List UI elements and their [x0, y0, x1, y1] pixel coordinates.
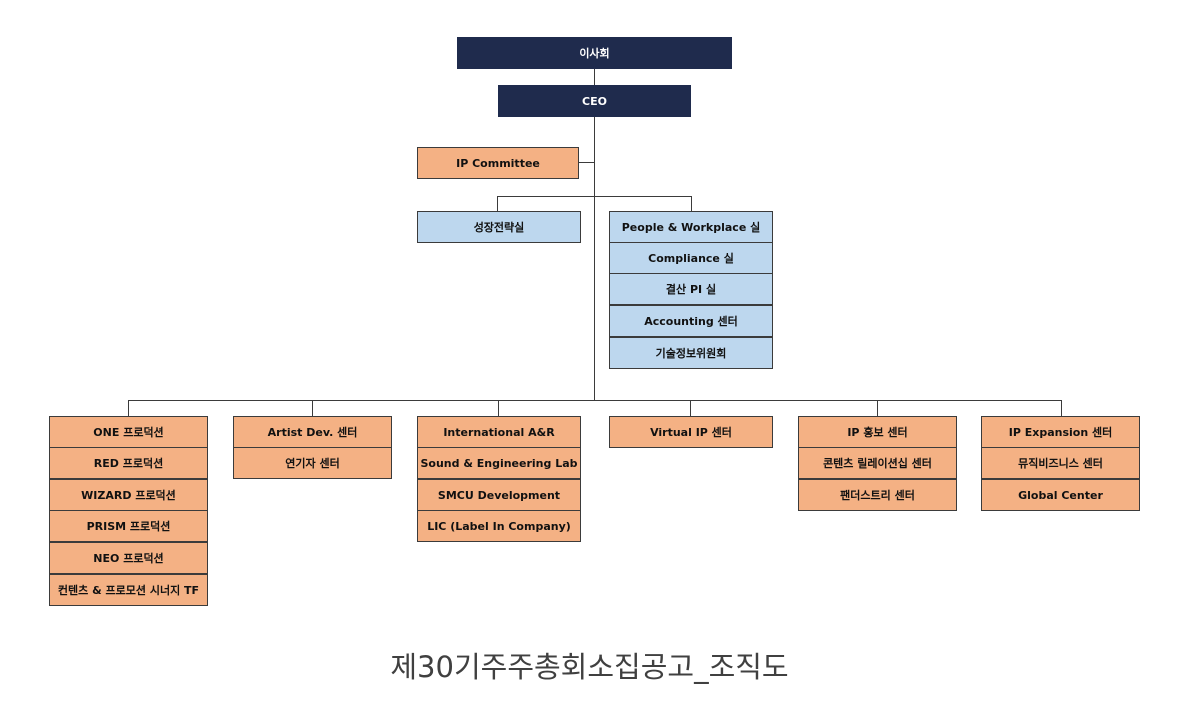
- division-unit: Virtual IP 센터: [609, 416, 773, 448]
- division-unit: 컨텐츠 & 프로모션 시너지 TF: [49, 574, 208, 606]
- division-unit: RED 프로덕션: [49, 447, 208, 479]
- connector-line: [877, 400, 878, 416]
- connector-line: [128, 400, 129, 416]
- support-tech-info-committee: 기술정보위원회: [609, 337, 773, 369]
- connector-line: [498, 400, 499, 416]
- ceo-box: CEO: [498, 85, 691, 117]
- division-unit: ONE 프로덕션: [49, 416, 208, 448]
- connector-line: [578, 162, 594, 163]
- division-unit: 뮤직비즈니스 센터: [981, 447, 1140, 479]
- division-unit: Global Center: [981, 479, 1140, 511]
- division-unit: PRISM 프로덕션: [49, 510, 208, 542]
- division-unit: 연기자 센터: [233, 447, 392, 479]
- connector-line: [128, 400, 1062, 401]
- connector-line: [594, 116, 595, 400]
- division-unit: 팬더스트리 센터: [798, 479, 957, 511]
- division-unit: NEO 프로덕션: [49, 542, 208, 574]
- division-unit: SMCU Development: [417, 479, 581, 511]
- board-box: 이사회: [457, 37, 732, 69]
- division-unit: Sound & Engineering Lab: [417, 447, 581, 479]
- division-unit: IP 홍보 센터: [798, 416, 957, 448]
- connector-line: [1061, 400, 1062, 416]
- connector-line: [690, 400, 691, 416]
- connector-line: [691, 196, 692, 211]
- division-unit: International A&R: [417, 416, 581, 448]
- connector-line: [312, 400, 313, 416]
- division-unit: WIZARD 프로덕션: [49, 479, 208, 511]
- division-unit: IP Expansion 센터: [981, 416, 1140, 448]
- support-accounting: Accounting 센터: [609, 305, 773, 337]
- division-unit: 콘텐츠 릴레이션십 센터: [798, 447, 957, 479]
- division-unit: LIC (Label In Company): [417, 510, 581, 542]
- org-chart: 이사회 CEO IP Committee 성장전략실 People & Work…: [49, 37, 1140, 606]
- ip-committee-box: IP Committee: [417, 147, 579, 179]
- connector-line: [594, 68, 595, 85]
- division-unit: Artist Dev. 센터: [233, 416, 392, 448]
- support-people-workplace: People & Workplace 실: [609, 211, 773, 243]
- connector-line: [497, 196, 692, 197]
- chart-caption: 제30기주주총회소집공고_조직도: [390, 650, 789, 684]
- support-compliance: Compliance 실: [609, 242, 773, 274]
- support-settlement-pi: 결산 PI 실: [609, 273, 773, 305]
- growth-strategy-box: 성장전략실: [417, 211, 581, 243]
- connector-line: [497, 196, 498, 211]
